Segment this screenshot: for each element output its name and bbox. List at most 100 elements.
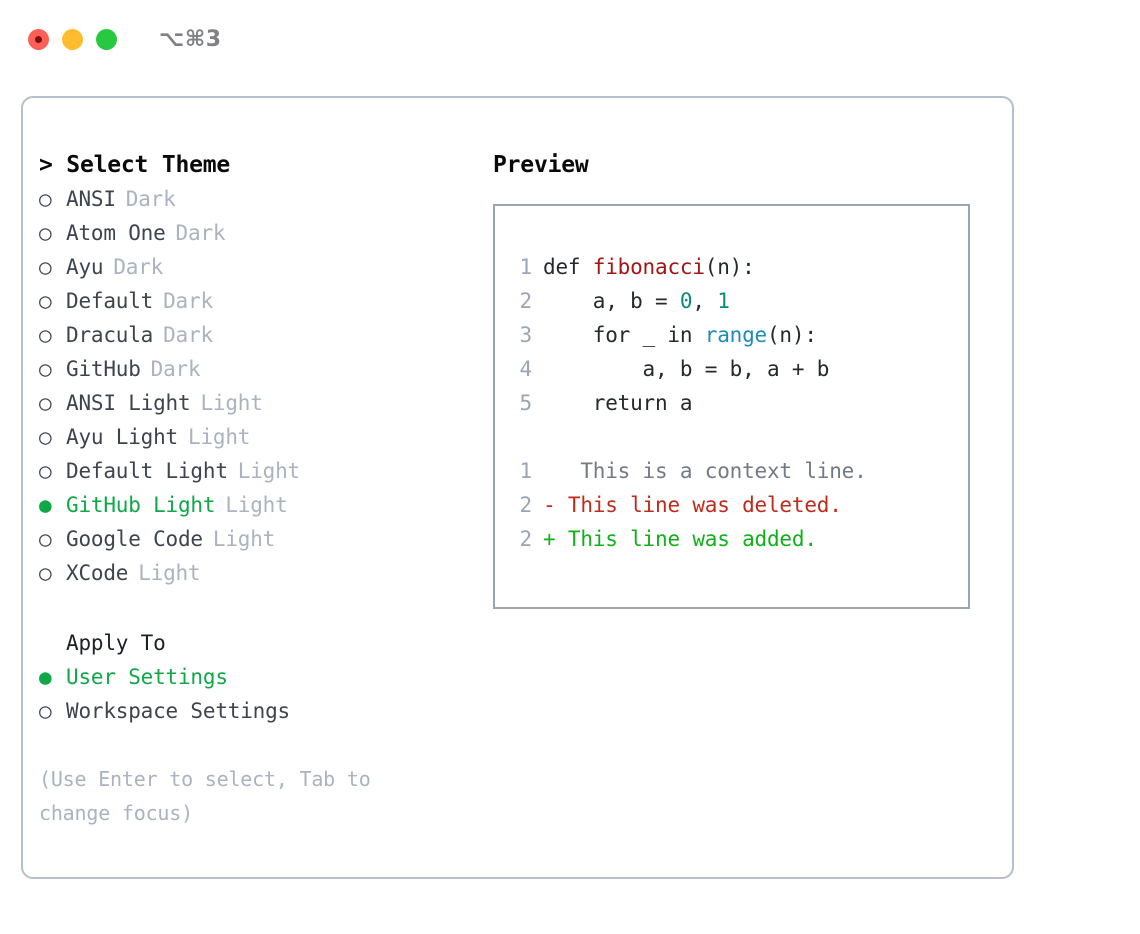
theme-option-tag: Light	[237, 459, 300, 483]
code-row: 2 a, b = 0, 1	[513, 284, 968, 318]
theme-option-label: Ayu	[66, 255, 104, 279]
theme-option-label: XCode	[66, 561, 129, 585]
diff-sign: +	[543, 527, 556, 551]
code-token-call: range	[704, 323, 767, 347]
code-content: def fibonacci(n):	[543, 250, 755, 284]
theme-option-tag: Dark	[163, 289, 213, 313]
theme-option-label: ANSI Light	[66, 391, 191, 415]
line-number: 2	[519, 289, 533, 313]
close-button[interactable]	[28, 28, 49, 50]
code-row: 1 def fibonacci(n):	[513, 250, 968, 284]
theme-option-tag: Dark	[163, 323, 213, 347]
code-token: ,	[692, 289, 718, 313]
traffic-lights	[28, 28, 117, 50]
code-content: a, b = b, a + b	[543, 357, 830, 381]
theme-option-list: ○ ANSI Dark ○ Atom One Dark ○ Ayu Dark	[39, 182, 493, 590]
theme-option-label: Ayu Light	[66, 425, 178, 449]
code-token: (n):	[766, 323, 817, 347]
apply-to-user-settings[interactable]: ● User Settings	[39, 660, 493, 694]
apply-to-option-label: Workspace Settings	[66, 699, 290, 723]
diff-sample: 1 This is a context line. 2 - This line …	[513, 454, 968, 556]
theme-option-ansi-light[interactable]: ○ ANSI Light Light	[39, 386, 493, 420]
preview-box: 1 def fibonacci(n): 2 a, b = 0, 1 3 for …	[493, 204, 970, 609]
code-token: for _ in	[543, 323, 705, 347]
theme-option-tag: Dark	[175, 221, 226, 245]
theme-option-label: Atom One	[66, 221, 166, 245]
code-token-number: 0	[679, 289, 693, 313]
code-diff-separator	[513, 420, 968, 454]
code-token-function: fibonacci	[592, 255, 705, 279]
theme-option-tag: Dark	[150, 357, 201, 381]
theme-option-github-light[interactable]: ● GitHub Light Light	[39, 488, 493, 522]
radio-unselected-icon: ○	[39, 289, 52, 313]
theme-option-tag: Light	[188, 425, 251, 449]
diff-row-deleted: 2 - This line was deleted.	[513, 488, 968, 522]
theme-option-ayu-light[interactable]: ○ Ayu Light Light	[39, 420, 493, 454]
theme-option-google-code[interactable]: ○ Google Code Light	[39, 522, 493, 556]
theme-option-label: Dracula	[66, 323, 154, 347]
line-number: 4	[519, 357, 533, 381]
radio-unselected-icon: ○	[39, 323, 52, 347]
theme-option-tag: Dark	[113, 255, 164, 279]
theme-option-xcode[interactable]: ○ XCode Light	[39, 556, 493, 590]
theme-option-tag: Light	[200, 391, 263, 415]
diff-content: This line was deleted.	[555, 493, 842, 517]
radio-unselected-icon: ○	[39, 391, 52, 415]
radio-unselected-icon: ○	[39, 561, 52, 585]
radio-unselected-icon: ○	[39, 425, 52, 449]
apply-to-heading: Apply To	[66, 631, 166, 655]
theme-option-atom-one[interactable]: ○ Atom One Dark	[39, 216, 493, 250]
theme-option-default-light[interactable]: ○ Default Light Light	[39, 454, 493, 488]
line-number: 1	[519, 459, 533, 483]
theme-option-dracula[interactable]: ○ Dracula Dark	[39, 318, 493, 352]
theme-option-label: GitHub	[66, 357, 141, 381]
theme-option-tag: Light	[138, 561, 201, 585]
code-content: a, b = 0, 1	[543, 284, 730, 318]
apply-to-option-label: User Settings	[66, 665, 228, 689]
radio-unselected-icon: ○	[39, 221, 52, 245]
diff-content: This is a context line.	[555, 459, 867, 483]
preview-column: Preview 1 def fibonacci(n): 2 a, b = 0, …	[493, 98, 1012, 877]
code-row: 3 for _ in range(n):	[513, 318, 968, 352]
theme-option-ansi[interactable]: ○ ANSI Dark	[39, 182, 493, 216]
diff-row-context: 1 This is a context line.	[513, 454, 968, 488]
theme-option-label: ANSI	[66, 187, 116, 211]
apply-to-workspace-settings[interactable]: ○ Workspace Settings	[39, 694, 493, 728]
theme-option-github[interactable]: ○ GitHub Dark	[39, 352, 493, 386]
code-token-number: 1	[717, 289, 730, 313]
apply-to-section: Apply To ● User Settings ○ Workspace Set…	[39, 626, 493, 728]
keyboard-hint-text: (Use Enter to select, Tab to change focu…	[39, 767, 371, 825]
theme-option-label: GitHub Light	[66, 493, 216, 517]
line-number: 2	[519, 527, 533, 551]
radio-unselected-icon: ○	[39, 187, 52, 211]
radio-unselected-icon: ○	[39, 527, 52, 551]
theme-option-tag: Light	[212, 527, 276, 551]
select-theme-heading: > Select Theme	[39, 152, 231, 178]
code-content: return a	[543, 391, 693, 415]
code-row: 5 return a	[513, 386, 968, 420]
keyboard-shortcut-label: ⌥⌘3	[159, 26, 222, 52]
diff-sign	[543, 454, 555, 488]
preview-heading: Preview	[493, 152, 589, 178]
radio-selected-icon: ●	[39, 665, 52, 689]
code-content: for _ in range(n):	[543, 318, 817, 352]
radio-unselected-icon: ○	[39, 699, 52, 723]
theme-option-label: Google Code	[66, 527, 203, 551]
diff-row-added: 2 + This line was added.	[513, 522, 968, 556]
zoom-button[interactable]	[96, 28, 117, 50]
line-number: 2	[519, 493, 533, 517]
radio-unselected-icon: ○	[39, 255, 52, 279]
diff-content: This line was added.	[555, 527, 817, 551]
theme-option-label: Default	[66, 289, 154, 313]
theme-picker-column: > Select Theme ○ ANSI Dark ○ Atom One Da…	[23, 98, 493, 877]
minimize-button[interactable]	[62, 28, 83, 50]
theme-option-ayu[interactable]: ○ Ayu Dark	[39, 250, 493, 284]
theme-option-default[interactable]: ○ Default Dark	[39, 284, 493, 318]
theme-option-tag: Dark	[125, 187, 176, 211]
code-sample: 1 def fibonacci(n): 2 a, b = 0, 1 3 for …	[513, 250, 968, 420]
title-bar: ⌥⌘3	[0, 0, 1140, 78]
radio-selected-icon: ●	[39, 493, 52, 517]
diff-sign: -	[543, 493, 556, 517]
line-number: 1	[519, 255, 533, 279]
